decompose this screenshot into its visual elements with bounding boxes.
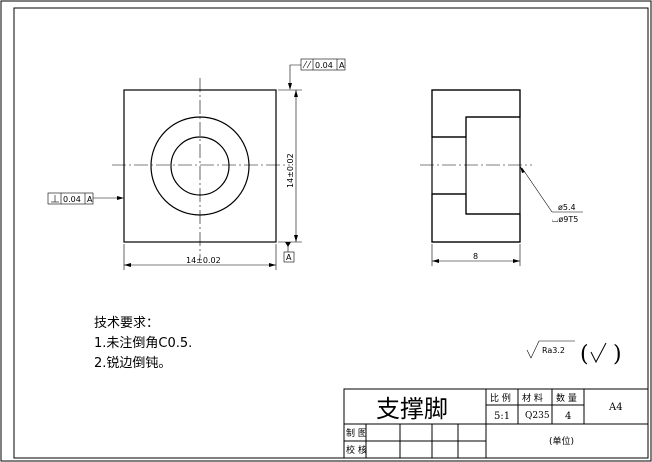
roughness-value: Ra3.2 [542, 346, 565, 355]
notes-title: 技术要求： [94, 316, 159, 331]
drawn-by-label: 制 图 [346, 427, 367, 439]
title-block: 支撑脚 比 例 材 料 数 量 5:1 Q235 4 A4 制 图 校 核 (单… [343, 388, 649, 459]
width-arrow-right [269, 263, 276, 267]
quantity-value: 4 [565, 411, 571, 422]
perpendicularity-datum: A [87, 195, 93, 204]
perpendicularity-frame [47, 192, 94, 205]
perpendicularity-value: 0.04 [63, 195, 81, 204]
datum-label: A [286, 253, 292, 262]
roughness-check-icon [590, 342, 607, 364]
section-hatch-top [431, 89, 521, 138]
notes-item-1: 1.未注倒角C0.5. [94, 336, 192, 351]
parallelism-value: 0.04 [315, 61, 333, 70]
section-arrow-right [513, 259, 520, 263]
paren-left: ( [580, 342, 589, 367]
hole-dim-text: ø5.4 [558, 203, 576, 212]
technical-notes: 技术要求： 1.未注倒角C0.5. 2.锐边倒钝。 [94, 316, 192, 371]
unit-label: (单位) [549, 435, 574, 447]
perpendicularity-arrow [117, 196, 124, 200]
counterbore-dim-text: ⌴ø9T5 [552, 215, 578, 224]
width-dim-text: 14±0.02 [186, 256, 221, 265]
hole-leader-arrow [520, 166, 525, 173]
width-arrow-left [124, 263, 131, 267]
counterbore-circle [150, 116, 250, 216]
parallelism-leader [289, 64, 301, 88]
parallelism-arrow [288, 83, 292, 90]
front-outline [123, 89, 277, 243]
hole-circle [170, 136, 230, 196]
perpendicularity-icon [51, 195, 59, 203]
height-dim-text: 14±0.02 [286, 153, 295, 188]
height-arrow-bottom [294, 235, 298, 242]
section-arrow-left [432, 259, 439, 263]
part-name: 支撑脚 [376, 395, 448, 423]
datum-box [283, 251, 295, 263]
section-view: 8 ø5.4 ⌴ø9T5 [420, 89, 583, 266]
scale-header: 比 例 [490, 392, 511, 404]
datum-triangle [285, 242, 291, 247]
section-hatch-bottom [431, 193, 521, 243]
sheet-size: A4 [608, 402, 623, 413]
section-width-text: 8 [473, 252, 478, 261]
notes-item-2: 2.锐边倒钝。 [94, 356, 171, 371]
paren-right: ) [613, 342, 622, 367]
parallelism-datum: A [339, 61, 345, 70]
checked-by-label: 校 核 [346, 444, 367, 456]
material-value: Q235 [525, 411, 550, 421]
quantity-header: 数 量 [556, 392, 577, 404]
inner-border [13, 7, 649, 459]
front-view: 14±0.02 14±0.02 A 0.04 A 0.0 [47, 58, 346, 270]
roughness-symbol [526, 340, 575, 359]
surface-finish: Ra3.2 ( ) [526, 340, 622, 367]
scale-value: 5:1 [494, 411, 510, 422]
section-outline [431, 89, 521, 243]
hole-leader [521, 167, 553, 213]
height-arrow-top [294, 90, 298, 97]
parallelism-icon [302, 60, 312, 69]
material-header: 材 料 [522, 392, 543, 404]
parallelism-frame [300, 58, 346, 71]
